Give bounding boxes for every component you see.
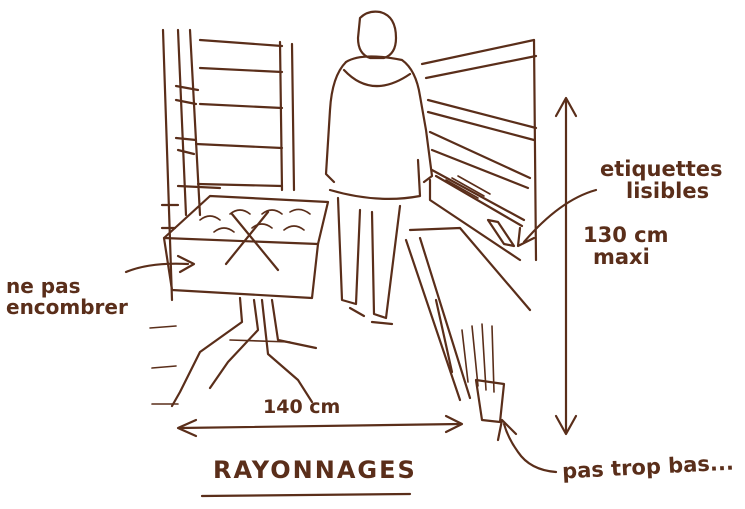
annotation-arrows <box>124 96 598 498</box>
readable-labels-note: etiquettes lisibles <box>600 158 723 202</box>
do-not-clutter-line-1: ne pas <box>6 274 81 298</box>
do-not-clutter-note: ne pas encombrer <box>6 276 128 318</box>
do-not-clutter-line-2: encombrer <box>6 295 128 319</box>
max-height-qualifier: maxi <box>593 245 650 270</box>
crossed-out-bin <box>162 194 330 408</box>
readable-labels-line-1: etiquettes <box>600 157 723 181</box>
sketch-title: RAYONNAGES <box>213 456 417 484</box>
readable-labels-line-2: lisibles <box>626 179 710 204</box>
right-shelving-unit <box>404 38 538 424</box>
aisle-width-note: 140 cm <box>263 396 341 418</box>
shopper-figure <box>324 10 434 326</box>
left-shelving-unit <box>149 28 296 405</box>
max-height-note: 130 cm maxi <box>583 224 668 268</box>
max-height-value: 130 cm <box>583 223 669 247</box>
